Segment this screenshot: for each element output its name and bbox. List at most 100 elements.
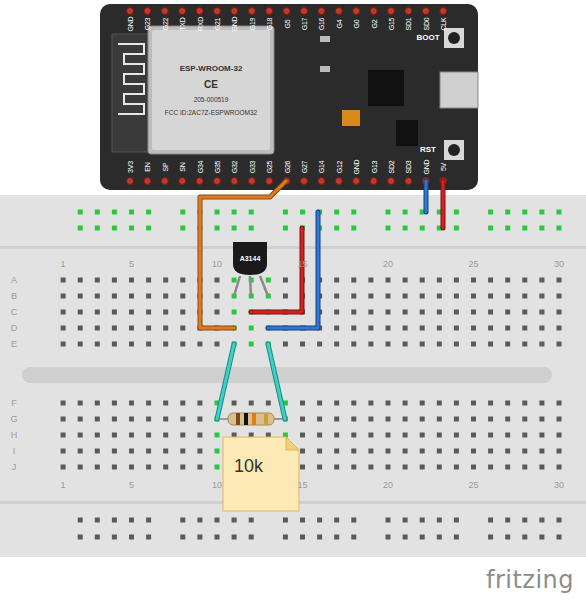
header-pin: [248, 8, 255, 15]
header-pin: [318, 8, 325, 15]
breadboard-hole: [334, 294, 339, 299]
breadboard-hole: [61, 326, 66, 331]
breadboard-hole: [403, 465, 408, 470]
breadboard-hole: [249, 210, 254, 215]
breadboard-hole: [112, 401, 117, 406]
breadboard-hole: [386, 294, 391, 299]
breadboard-hole: [386, 226, 391, 231]
breadboard-hole: [112, 535, 117, 540]
pin-label: SD2: [388, 160, 395, 173]
breadboard-hole: [334, 417, 339, 422]
breadboard-hole: [471, 326, 476, 331]
breadboard-hole: [283, 294, 288, 299]
breadboard-hole: [351, 210, 356, 215]
header-pin: [231, 178, 238, 185]
breadboard-hole: [522, 210, 527, 215]
wire-outline: [441, 181, 446, 228]
breadboard-hole: [471, 433, 476, 438]
header-pin: [301, 8, 308, 15]
rail-divider: [0, 246, 586, 249]
breadboard-hole: [420, 226, 425, 231]
breadboard-hole: [249, 401, 254, 406]
breadboard-hole: [351, 433, 356, 438]
breadboard-hole: [403, 342, 408, 347]
breadboard-hole: [112, 278, 117, 283]
breadboard-hole: [112, 226, 117, 231]
breadboard-hole: [437, 518, 442, 523]
ground-wire: [425, 181, 428, 212]
breadboard-hole: [351, 465, 356, 470]
boot-button: [444, 28, 464, 48]
breadboard-hole: [505, 310, 510, 315]
button-label: BOOT: [416, 34, 439, 42]
column-number: 1: [61, 260, 66, 269]
breadboard-hole: [232, 310, 237, 315]
header-pin: [214, 178, 221, 185]
breadboard-hole: [180, 518, 185, 523]
regulator: [396, 120, 418, 146]
breadboard-hole: [368, 417, 373, 422]
breadboard-hole: [386, 278, 391, 283]
breadboard-hole: [557, 518, 562, 523]
rst-button-cap: [448, 144, 460, 156]
header-pin: [353, 178, 360, 185]
breadboard-hole: [78, 294, 83, 299]
breadboard-hole: [78, 417, 83, 422]
breadboard-hole: [249, 342, 254, 347]
header-pin: [196, 8, 203, 15]
column-number: 30: [554, 260, 564, 269]
breadboard-hole: [232, 401, 237, 406]
pin-label: 5V: [440, 163, 447, 171]
breadboard-hole: [488, 278, 493, 283]
breadboard-hole: [488, 465, 493, 470]
module-shield: [148, 26, 274, 154]
breadboard-hole: [539, 278, 544, 283]
header-pin: [266, 8, 273, 15]
breadboard-hole: [180, 449, 185, 454]
breadboard-hole: [61, 401, 66, 406]
pin-label: GND: [231, 17, 238, 32]
pin-label: RXD: [196, 17, 203, 31]
antenna-trace: [118, 44, 144, 114]
breadboard-hole: [78, 210, 83, 215]
breadboard-hole: [180, 401, 185, 406]
breadboard-hole: [334, 278, 339, 283]
breadboard-hole: [539, 449, 544, 454]
pin-label: SD1: [405, 17, 412, 30]
breadboard-hole: [386, 310, 391, 315]
breadboard-hole: [386, 326, 391, 331]
breadboard-hole: [112, 294, 117, 299]
header-pin: [370, 178, 377, 185]
breadboard-hole: [78, 433, 83, 438]
breadboard-hole: [197, 417, 202, 422]
module-marking: 205-000519: [194, 96, 229, 103]
breadboard-hole: [215, 294, 220, 299]
breadboard-hole: [334, 449, 339, 454]
breadboard-hole: [180, 417, 185, 422]
header-pin: [179, 8, 186, 15]
pin-label: G5: [283, 20, 290, 29]
breadboard-hole: [78, 226, 83, 231]
breadboard-hole: [522, 326, 527, 331]
breadboard-hole: [129, 342, 134, 347]
header-pin: [335, 178, 342, 185]
breadboard-hole: [557, 433, 562, 438]
breadboard-hole: [454, 518, 459, 523]
row-letter: I: [13, 447, 16, 456]
breadboard-hole: [420, 342, 425, 347]
breadboard-hole: [505, 518, 510, 523]
header-pin: [405, 8, 412, 15]
breadboard-hole: [386, 342, 391, 347]
breadboard-hole: [317, 465, 322, 470]
capacitor: [342, 110, 360, 126]
breadboard-hole: [557, 310, 562, 315]
part-marking: A3144: [240, 255, 261, 262]
breadboard-hole: [557, 226, 562, 231]
breadboard-hole: [351, 326, 356, 331]
sensor-legs: [234, 276, 268, 296]
breadboard-hole: [557, 278, 562, 283]
breadboard-hole: [488, 326, 493, 331]
breadboard-hole: [386, 518, 391, 523]
breadboard-hole: [488, 518, 493, 523]
breadboard-hole: [197, 518, 202, 523]
